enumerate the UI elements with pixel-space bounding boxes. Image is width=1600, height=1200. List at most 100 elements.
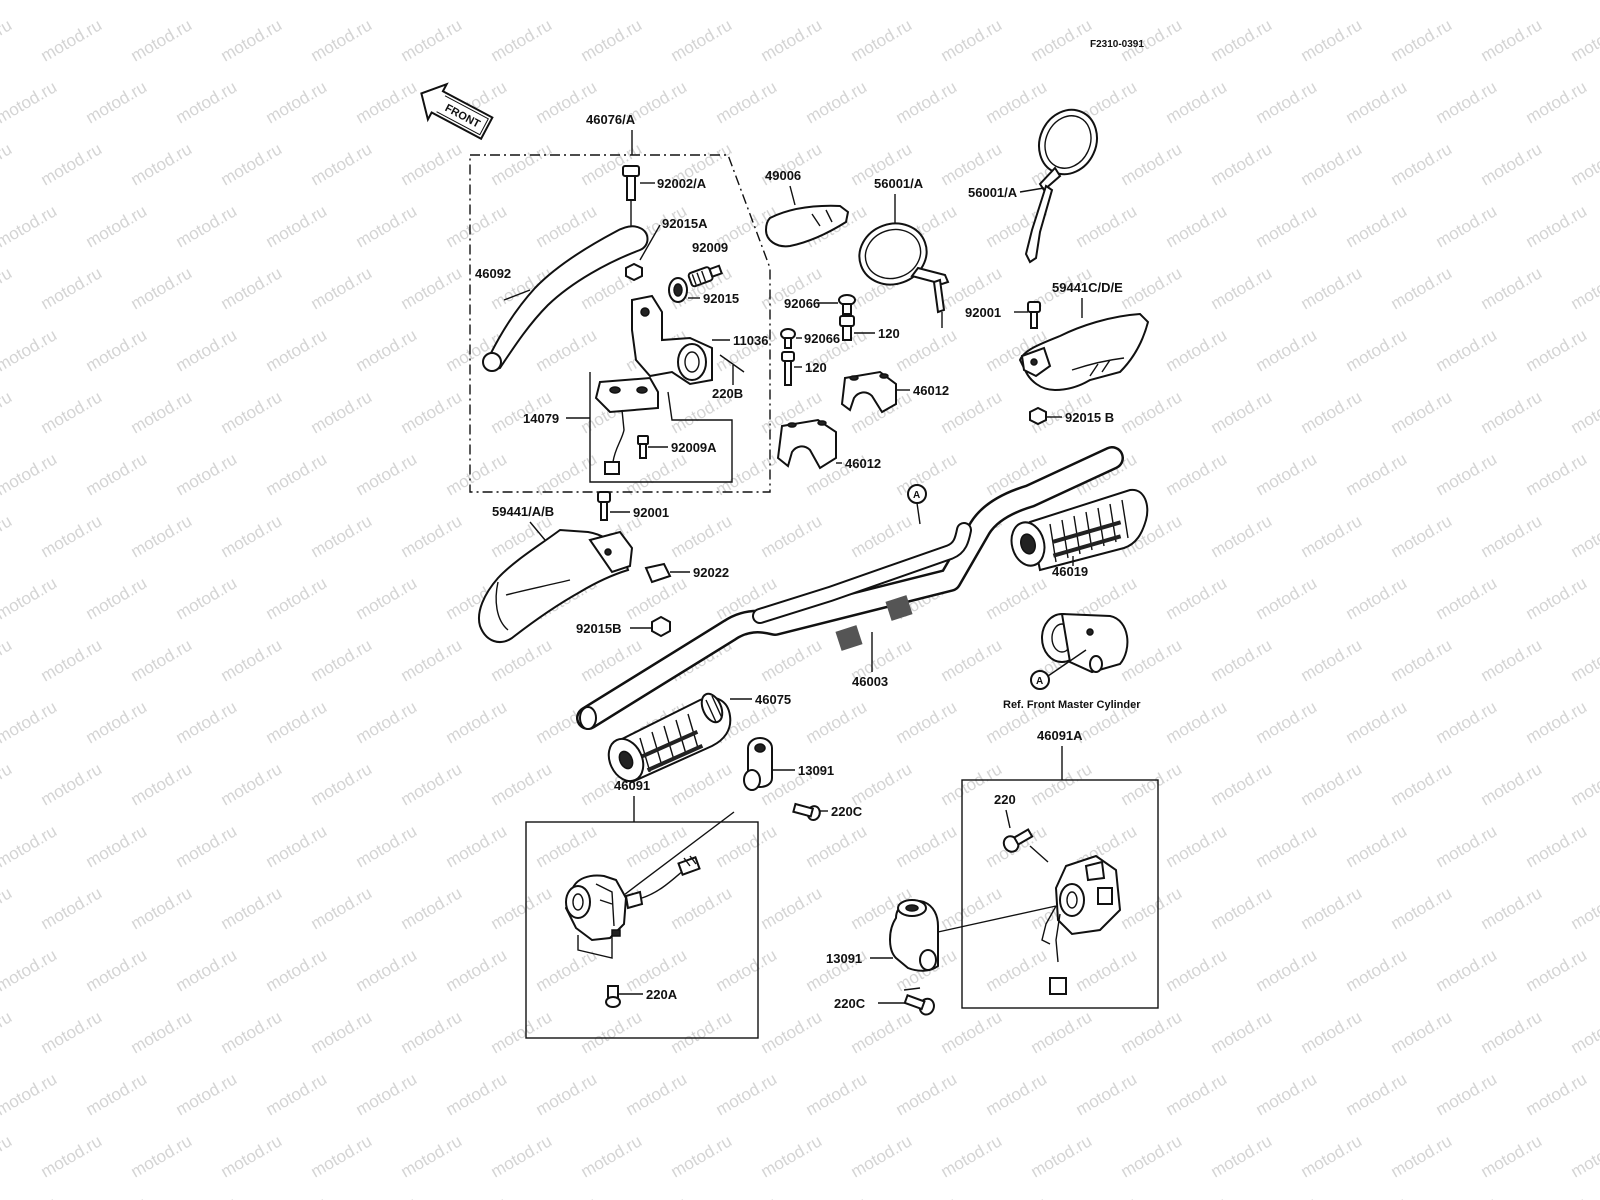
watermark-text: motod.ru (263, 0, 331, 3)
watermark-text: motod.ru (1163, 697, 1231, 747)
watermark-text: motod.ru (1253, 1193, 1321, 1200)
label-120-b: 120 (805, 360, 827, 375)
watermark-text: motod.ru (758, 1007, 826, 1057)
watermark-text: motod.ru (0, 15, 15, 65)
watermark-text: motod.ru (1478, 1131, 1546, 1181)
watermark-text: motod.ru (533, 1193, 601, 1200)
watermark-text: motod.ru (1568, 635, 1600, 685)
watermark-text: motod.ru (308, 15, 376, 65)
watermark-text: motod.ru (533, 0, 601, 3)
watermark-text: motod.ru (0, 387, 15, 437)
watermark-text: motod.ru (263, 945, 331, 995)
watermark-text: motod.ru (1298, 139, 1366, 189)
watermark-text: motod.ru (398, 511, 466, 561)
watermark-text: motod.ru (0, 77, 60, 127)
watermark-text: motod.ru (443, 697, 511, 747)
watermark-text: motod.ru (1343, 573, 1411, 623)
watermark-text: motod.ru (398, 759, 466, 809)
watermark-text: motod.ru (263, 697, 331, 747)
watermark-text: motod.ru (218, 511, 286, 561)
watermark-text: motod.ru (0, 821, 60, 871)
label-92009A: 92009A (671, 440, 717, 455)
watermark-text: motod.ru (1478, 139, 1546, 189)
watermark-text: motod.ru (38, 15, 106, 65)
watermark-text: motod.ru (1208, 1007, 1276, 1057)
watermark-text: motod.ru (938, 139, 1006, 189)
screw-220C-bottom (903, 994, 935, 1016)
watermark-text: motod.ru (83, 821, 151, 871)
watermark-text: motod.ru (1343, 0, 1411, 3)
watermark-text: motod.ru (578, 1131, 646, 1181)
label-92015A: 92015A (662, 216, 708, 231)
watermark-text: motod.ru (1478, 387, 1546, 437)
watermark-text: motod.ru (263, 1193, 331, 1200)
watermark-text: motod.ru (938, 635, 1006, 685)
watermark-text: motod.ru (1028, 15, 1096, 65)
watermark-text: motod.ru (488, 883, 556, 933)
watermark-text: motod.ru (308, 635, 376, 685)
watermark-text: motod.ru (353, 821, 421, 871)
watermark-text: motod.ru (1073, 945, 1141, 995)
mirror-left (858, 222, 950, 314)
switch-connector (604, 461, 620, 475)
watermark-text: motod.ru (1343, 697, 1411, 747)
watermark-text: motod.ru (1388, 511, 1456, 561)
mirror-right (1024, 108, 1098, 264)
label-46003: 46003 (852, 674, 888, 689)
watermark-text: motod.ru (0, 263, 15, 313)
grip-right-46019 (1010, 488, 1149, 572)
watermark-text: motod.ru (983, 0, 1051, 3)
watermark-text: motod.ru (1388, 1131, 1456, 1181)
watermark-text: motod.ru (1298, 1007, 1366, 1057)
watermark-text: motod.ru (0, 1193, 60, 1200)
front-master-cylinder-ref (1041, 612, 1129, 674)
screw-92009A (637, 435, 649, 459)
watermark-text: motod.ru (578, 15, 646, 65)
label-220: 220 (994, 792, 1016, 807)
watermark-text: motod.ru (128, 511, 196, 561)
watermark-text: motod.ru (1478, 635, 1546, 685)
watermark-text: motod.ru (1523, 1069, 1591, 1119)
watermark-text: motod.ru (1433, 201, 1501, 251)
watermark-text: motod.ru (893, 0, 961, 3)
watermark-text: motod.ru (938, 15, 1006, 65)
watermark-text: motod.ru (1343, 201, 1411, 251)
watermark-text: motod.ru (128, 883, 196, 933)
watermark-text: motod.ru (218, 635, 286, 685)
watermark-text: motod.ru (173, 449, 241, 499)
screw-220 (1002, 828, 1034, 853)
watermark-text: motod.ru (1433, 821, 1501, 871)
watermark-text: motod.ru (308, 139, 376, 189)
watermark-text: motod.ru (1478, 263, 1546, 313)
watermark-text: motod.ru (758, 883, 826, 933)
watermark-text: motod.ru (623, 1069, 691, 1119)
lever-assembly-outline (469, 154, 771, 493)
grip-left-46075 (607, 692, 732, 784)
label-13091-top: 13091 (798, 763, 834, 778)
watermark-text: motod.ru (0, 1069, 60, 1119)
watermark-text: motod.ru (983, 573, 1051, 623)
watermark-text: motod.ru (533, 325, 601, 375)
watermark-text: motod.ru (38, 759, 106, 809)
watermark-text: motod.ru (263, 77, 331, 127)
watermark-text: motod.ru (1118, 263, 1186, 313)
watermark-text: motod.ru (173, 1193, 241, 1200)
label-13091-bottom: 13091 (826, 951, 862, 966)
watermark-text: motod.ru (713, 1193, 781, 1200)
watermark-text: motod.ru (983, 1193, 1051, 1200)
watermark-text: motod.ru (353, 697, 421, 747)
watermark-text: motod.ru (218, 883, 286, 933)
watermark-text: motod.ru (83, 945, 151, 995)
watermark-text: motod.ru (353, 573, 421, 623)
watermark-text: motod.ru (83, 77, 151, 127)
watermark-text: motod.ru (353, 77, 421, 127)
watermark-text: motod.ru (218, 1131, 286, 1181)
watermark-text: motod.ru (488, 1131, 556, 1181)
watermark-text: motod.ru (1163, 573, 1231, 623)
watermark-text: motod.ru (1118, 387, 1186, 437)
watermark-text: motod.ru (1343, 77, 1411, 127)
watermark-text: motod.ru (353, 1069, 421, 1119)
watermark-text: motod.ru (1388, 1007, 1456, 1057)
watermark-text: motod.ru (0, 325, 60, 375)
